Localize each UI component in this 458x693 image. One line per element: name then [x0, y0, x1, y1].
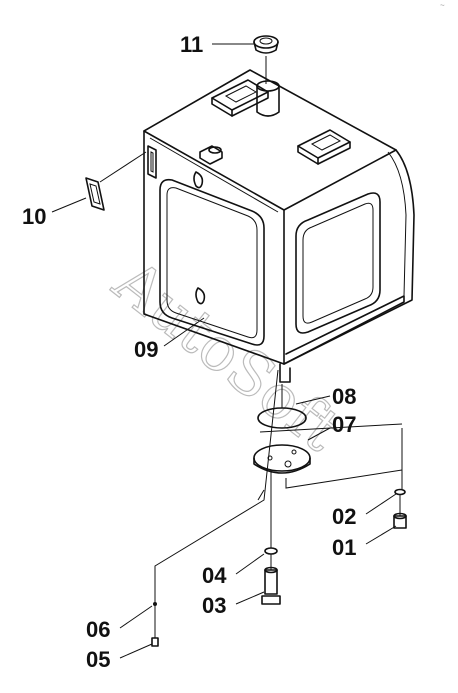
left-inspection-cover	[159, 171, 265, 346]
label-03: 03	[202, 593, 226, 618]
bolt-part	[151, 637, 159, 647]
sight-gauge-part	[85, 151, 147, 211]
label-06: 06	[86, 617, 110, 642]
tank-body	[143, 69, 415, 383]
label-05: 05	[86, 647, 110, 672]
washer-part	[264, 547, 278, 555]
drain-washer-part	[394, 488, 406, 496]
filler-neck	[256, 80, 280, 117]
filler-cap-part	[253, 35, 279, 84]
top-mount-plate-left	[211, 79, 269, 117]
label-11: 11	[180, 32, 203, 57]
label-01: 01	[332, 535, 356, 560]
label-04: 04	[202, 563, 227, 588]
corner-mark: ~	[440, 1, 445, 10]
label-09: 09	[134, 337, 158, 362]
label-07: 07	[332, 412, 356, 437]
label-02: 02	[332, 504, 356, 529]
label-10: 10	[22, 204, 46, 229]
top-mount-plate-right	[297, 129, 351, 165]
right-inspection-cover	[295, 192, 381, 334]
assembly-lines	[154, 369, 403, 638]
label-leaders	[51, 43, 397, 659]
level-gauge	[147, 145, 157, 179]
suction-cover-part	[253, 444, 311, 474]
plug-part	[261, 566, 281, 605]
part-labels: 11 10 09 08 07 02 01 04 03 06 05	[22, 32, 356, 672]
label-08: 08	[332, 384, 356, 409]
small-washer-part	[153, 602, 157, 606]
top-fitting	[199, 145, 223, 165]
